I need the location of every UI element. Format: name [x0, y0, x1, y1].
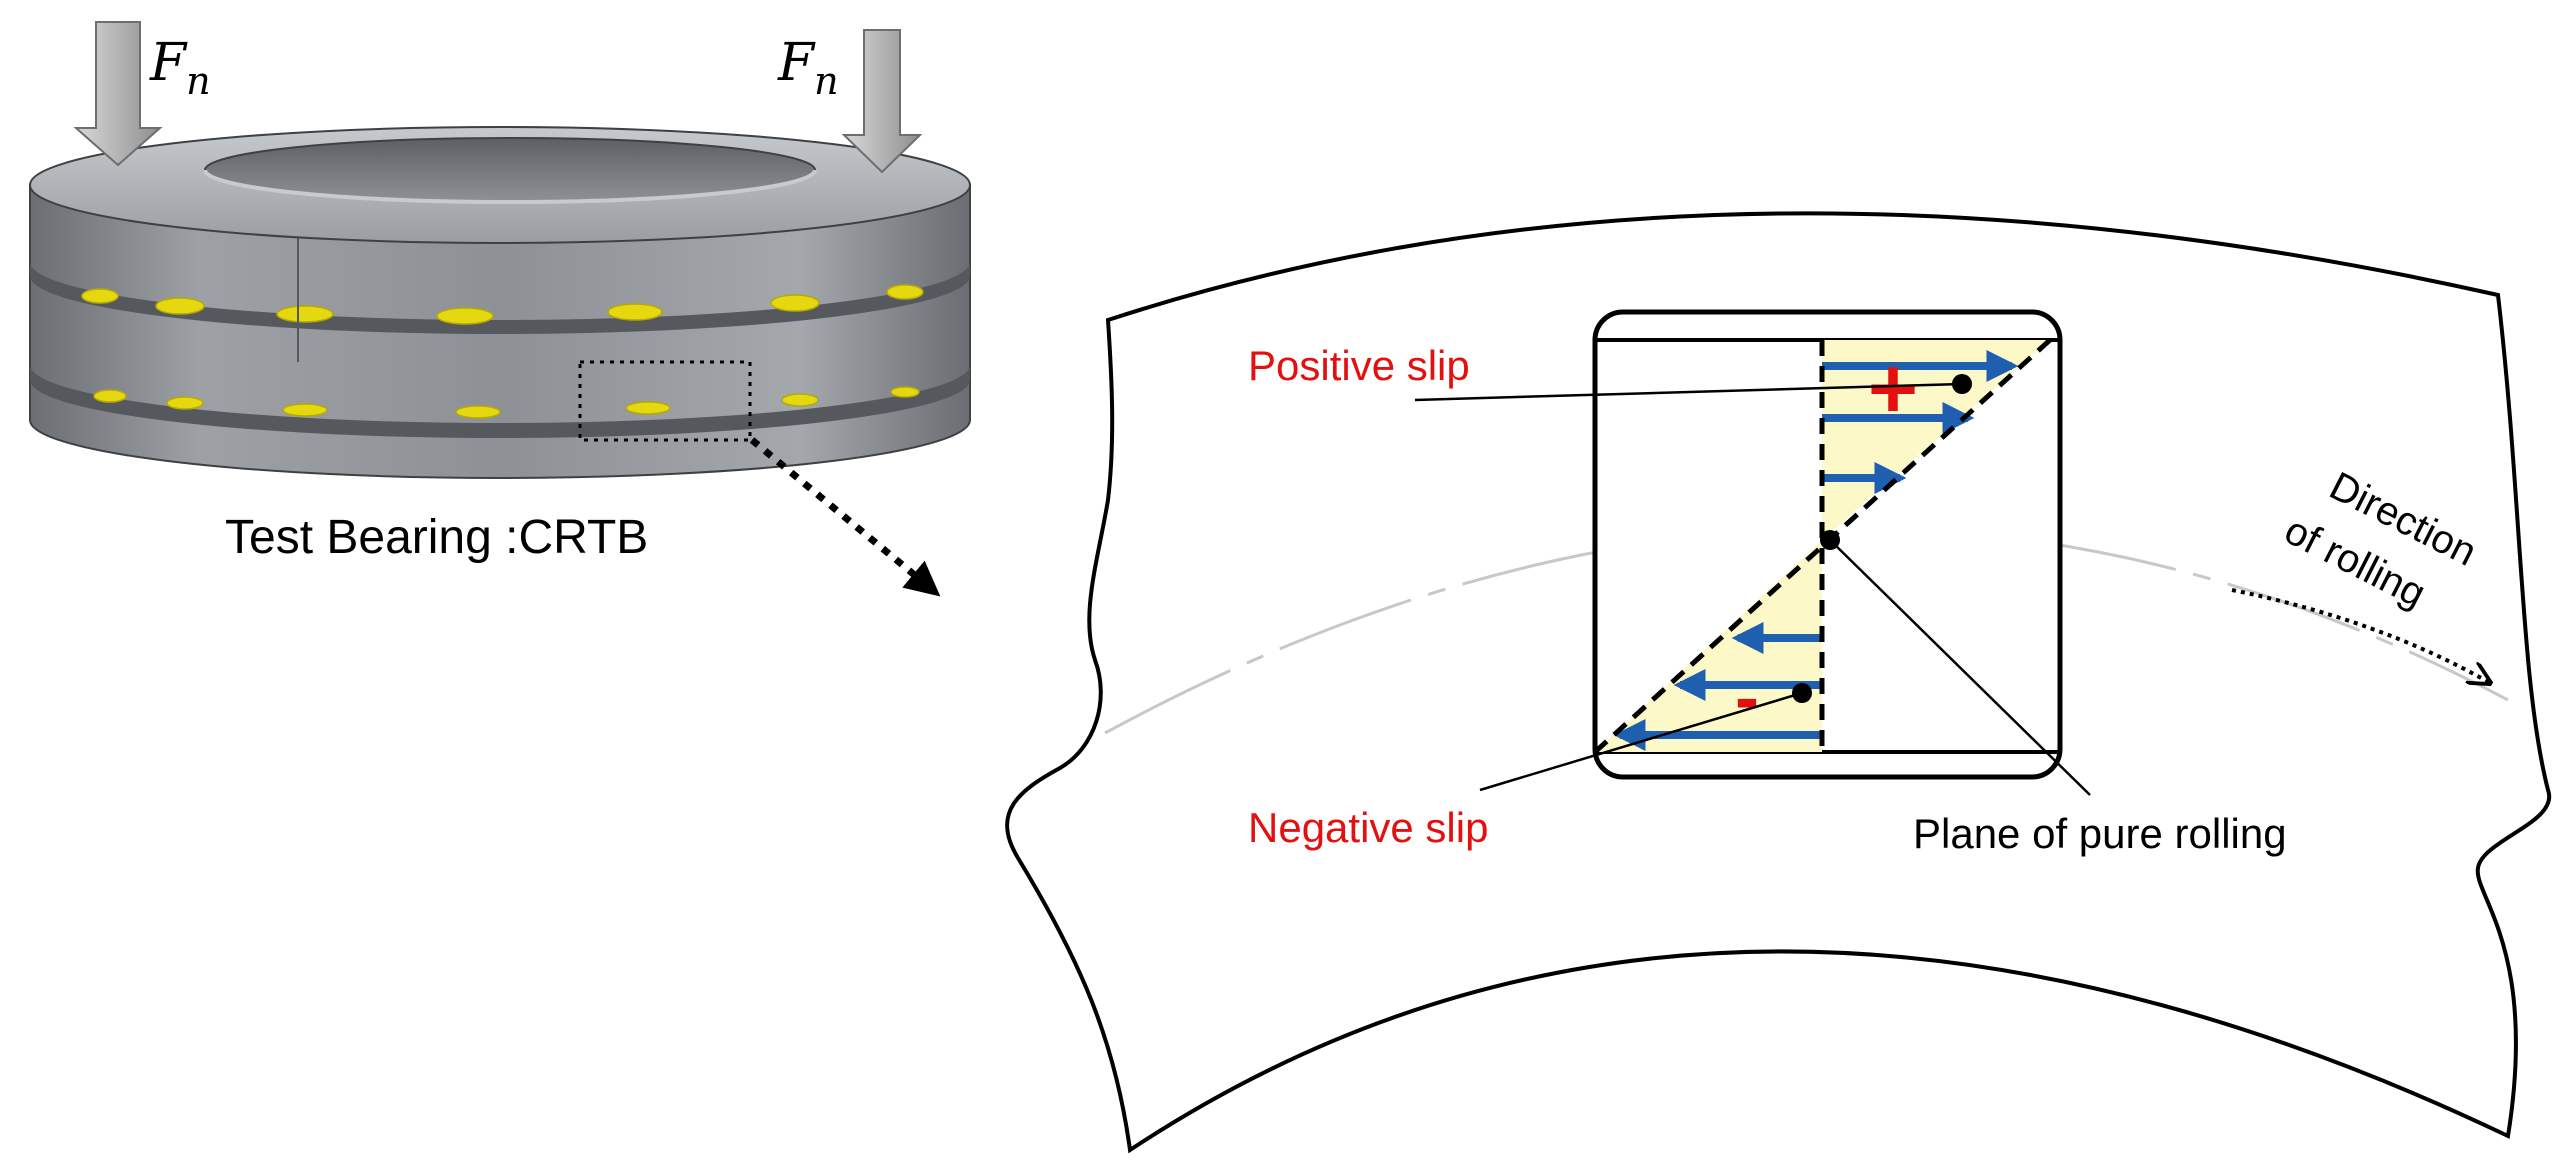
lower-rollers — [93, 386, 920, 419]
upper-rollers — [81, 284, 924, 325]
right-force-label: Fn — [777, 33, 839, 103]
zoom-pointer-arrow — [749, 437, 941, 597]
left-force-arrow — [73, 21, 163, 167]
test-bearing — [29, 126, 971, 479]
detail-region-marker — [578, 360, 752, 442]
pure-rolling-label: Plane of pure rolling — [1913, 810, 2287, 857]
negative-slip-region — [1595, 540, 1822, 752]
left-force-label: Fn — [149, 33, 211, 103]
rolling-direction-arrow — [2231, 588, 2490, 683]
upper-raceway-groove — [30, 262, 970, 334]
positive-slip-leader — [1414, 382, 1963, 402]
positive-slip-label: Positive slip — [1248, 342, 1470, 389]
minus-sign: - — [1735, 658, 1759, 738]
bearing-caption: Test Bearing :CRTB — [225, 511, 648, 564]
lower-raceway-groove — [30, 365, 970, 438]
plus-sign: + — [1868, 341, 1918, 437]
slip-velocity-arrows — [1613, 350, 2019, 751]
negative-slip-leader — [1479, 691, 1803, 792]
negative-slip-label: Negative slip — [1248, 804, 1488, 851]
right-force-arrow — [841, 29, 923, 174]
pure-rolling-leader — [1829, 539, 2091, 796]
